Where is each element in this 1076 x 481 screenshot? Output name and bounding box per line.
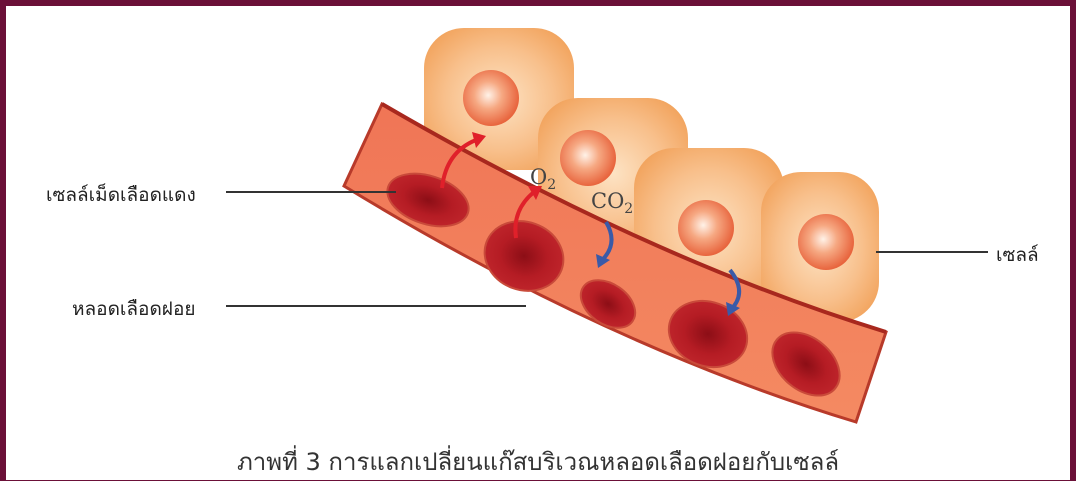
capillary-diagram: O2 CO2 — [6, 6, 1070, 480]
nucleus — [560, 130, 616, 186]
capillary-label: หลอดเลือดฝอย — [72, 294, 195, 324]
red-blood-cell-label: เซลล์เม็ดเลือดแดง — [46, 180, 196, 210]
nucleus — [678, 200, 734, 256]
figure-frame: O2 CO2 เซลล์เม็ดเลือดแดง หลอดเลือดฝอย เซ… — [6, 6, 1070, 480]
nucleus — [463, 70, 519, 126]
cell-label: เซลล์ — [996, 240, 1039, 270]
nucleus — [798, 214, 854, 270]
figure-caption: ภาพที่ 3 การแลกเปลี่ยนแก๊สบริเวณหลอดเลือ… — [6, 442, 1070, 481]
